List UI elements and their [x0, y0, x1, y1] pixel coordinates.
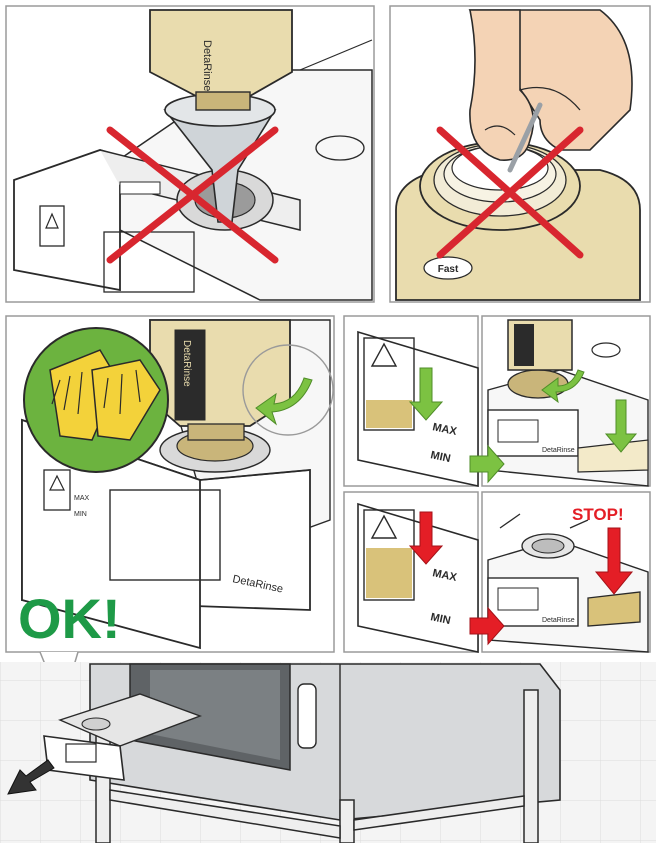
drawer-label: DetaRinse [542, 617, 575, 624]
panel-funnel-forbidden: DetaRinse [5, 5, 375, 303]
hand [468, 9, 633, 173]
min-mark: MIN [429, 611, 451, 627]
arrow-down-icon [594, 527, 634, 595]
oven-scene [0, 662, 656, 843]
panel-cap-pierce-forbidden: Fast [389, 5, 651, 303]
drawer-pulled-out [43, 693, 203, 781]
rinse-aid-bottle: DetaRinse [149, 9, 293, 111]
arrow-right-icon [469, 444, 505, 484]
warning-triangle-icon [370, 514, 398, 539]
pull-direction-arrow-icon [7, 759, 55, 795]
bottle-brand-label: DetaRinse [201, 40, 213, 91]
panel-level-ok: MAX MIN [343, 315, 479, 487]
ok-badge: OK! [18, 587, 121, 650]
warning-triangle-icon [370, 342, 398, 367]
arrow-right-icon [469, 606, 505, 646]
max-mark: MAX [431, 567, 458, 584]
panel-level-full: MAX MIN [343, 491, 479, 653]
gloves-icon [23, 327, 169, 473]
drawer-label: DetaRinse [542, 447, 575, 454]
panel-level-ok-fill: DetaRinse [481, 315, 651, 487]
arrow-down-icon [408, 367, 444, 421]
arrow-down-icon [408, 511, 444, 565]
max-mark: MAX [431, 421, 458, 438]
panel-correct-pour: MAX MIN DetaRinse DetaRinse OK! [5, 315, 335, 653]
curved-arrow-icon [541, 369, 585, 404]
curved-arrow-icon [255, 377, 313, 426]
prohibited-cross-icon [436, 126, 584, 259]
bottle-brand-label: DetaRinse [181, 340, 192, 387]
cap-logo: Fast [438, 264, 459, 275]
oven-door-handle [297, 683, 317, 749]
stop-label: STOP! [572, 505, 624, 524]
min-mark: MIN [429, 449, 451, 465]
panel-level-full-stop: DetaRinse STOP! [481, 491, 651, 653]
arrow-down-icon [604, 399, 638, 453]
min-mark: MIN [74, 511, 87, 518]
max-mark: MAX [74, 495, 90, 502]
rinse-aid-bottle: DetaRinse [149, 319, 291, 441]
warning-triangle-icon [49, 474, 65, 491]
prohibited-cross-icon [106, 126, 279, 264]
warning-triangle-icon [45, 212, 59, 229]
